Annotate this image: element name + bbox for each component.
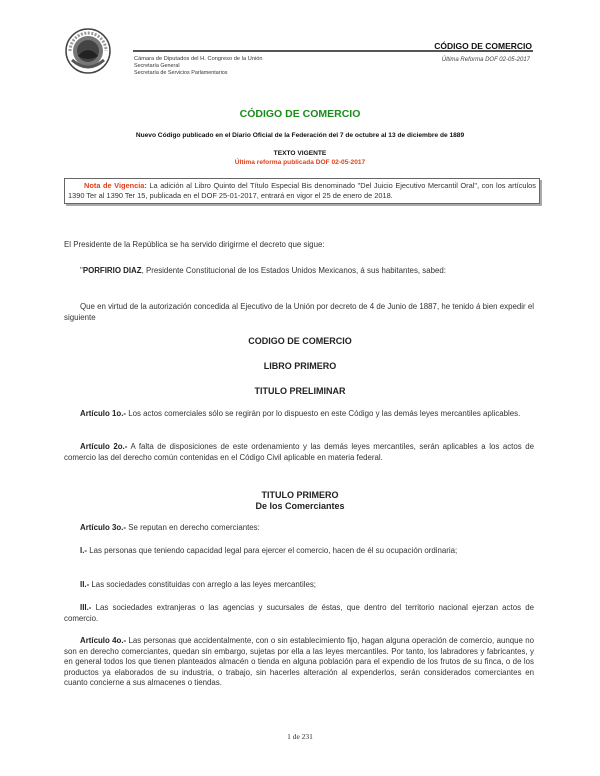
article-2: Artículo 2o.- A falta de disposiciones d…: [64, 442, 534, 462]
department-general: Secretaría General: [134, 63, 180, 69]
article-3-label: Artículo 3o.-: [80, 523, 127, 532]
document-title: CÓDIGO DE COMERCIO: [239, 108, 361, 120]
fraction-1: I.- Las personas que teniendo capacidad …: [80, 546, 458, 555]
validity-note-box: Nota de Vigencia: La adición al Libro Qu…: [64, 178, 540, 204]
note-text: La adición al Libro Quinto del Título Es…: [68, 181, 536, 200]
status-label: TEXTO VIGENTE: [273, 150, 327, 157]
article-4-label: Artículo 4o.-: [80, 636, 127, 645]
porfirio-paragraph: "PORFIRIO DIAZ, Presidente Constituciona…: [80, 266, 446, 275]
article-3: Artículo 3o.- Se reputan en derecho come…: [80, 523, 260, 532]
fraction-3: III.- Las sociedades extranjeras o las a…: [64, 603, 534, 623]
publication-line: Nuevo Código publicado en el Diario Ofic…: [135, 132, 465, 139]
header-rule: [133, 50, 533, 52]
heading-titulo-primero: TITULO PRIMERO: [261, 490, 339, 500]
institution-name: Cámara de Diputados del H. Congreso de l…: [134, 56, 263, 62]
coat-of-arms-seal-icon: [64, 26, 112, 76]
heading-libro-primero: LIBRO PRIMERO: [263, 361, 337, 371]
intro-paragraph: El Presidente de la República se ha serv…: [64, 240, 325, 249]
header-institution-block: Cámara de Diputados del H. Congreso de l…: [134, 56, 263, 77]
article-1: Artículo 1o.- Los actos comerciales sólo…: [80, 409, 521, 418]
article-4: Artículo 4o.- Las personas que accidenta…: [64, 636, 535, 687]
department-parliamentary: Secretaría de Servicios Parlamentarios: [134, 70, 228, 76]
page-number: 1 de 231: [287, 732, 313, 741]
virtue-paragraph: Que en virtud de la autorización concedi…: [64, 302, 534, 322]
fraction-2: II.- Las sociedades constituidas con arr…: [80, 580, 316, 589]
heading-comerciantes: De los Comerciantes: [255, 501, 345, 511]
note-label: Nota de Vigencia:: [84, 181, 147, 190]
reform-label: Última reforma publicada DOF 02-05-2017: [234, 159, 366, 166]
header-doc-title: CÓDIGO DE COMERCIO: [434, 41, 532, 51]
header-last-reform: Última Reforma DOF 02-05-2017: [441, 57, 530, 63]
porfirio-name: PORFIRIO DIAZ: [82, 266, 142, 275]
heading-titulo-preliminar: TITULO PRELIMINAR: [254, 386, 346, 396]
article-2-label: Artículo 2o.-: [80, 442, 128, 451]
heading-codigo: CODIGO DE COMERCIO: [248, 336, 352, 346]
article-1-label: Artículo 1o.-: [80, 409, 127, 418]
